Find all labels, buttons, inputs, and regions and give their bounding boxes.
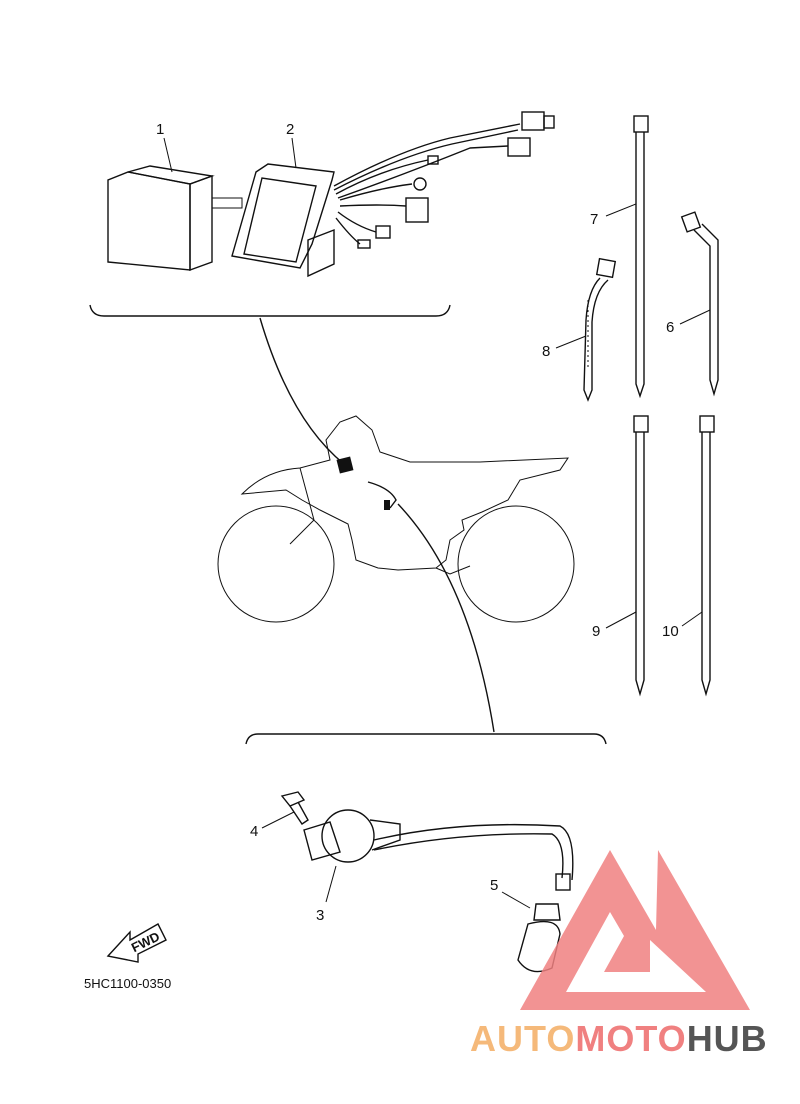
callout-10: 10	[662, 623, 679, 640]
wire-harness	[231, 111, 555, 278]
cable-tie-7	[633, 115, 649, 399]
cable-tie-6	[680, 211, 719, 397]
lower-group-bracket	[245, 733, 607, 745]
watermark-part2: MOTO	[575, 1018, 687, 1059]
bolt	[280, 791, 309, 825]
callout-8: 8	[542, 343, 550, 360]
callout-1: 1	[156, 121, 164, 138]
callout-6: 6	[666, 319, 674, 336]
callout-3: 3	[316, 907, 324, 924]
watermark-part3: HUB	[686, 1018, 768, 1059]
forward-arrow-icon: FWD	[106, 923, 167, 963]
motorcycle-silhouette	[217, 415, 575, 623]
watermark-part1: AUTO	[470, 1018, 576, 1059]
leader-upper	[259, 317, 345, 465]
callout-9: 9	[592, 623, 600, 640]
callout-4: 4	[250, 823, 258, 840]
callout-5: 5	[490, 877, 498, 894]
cdi-unit	[107, 165, 243, 271]
upper-group-bracket	[89, 304, 451, 317]
ignition-coil	[303, 809, 574, 881]
callout-leaders	[163, 137, 711, 909]
cable-tie-8	[583, 257, 617, 402]
fwd-label: FWD	[129, 929, 162, 955]
diagram-code: 5HC1100-0350	[84, 976, 171, 991]
cable-tie-9	[633, 415, 649, 697]
watermark-text: AUTOMOTOHUB	[470, 1018, 768, 1060]
callout-2: 2	[286, 121, 294, 138]
callout-7: 7	[590, 211, 598, 228]
leader-lower	[397, 503, 495, 733]
cable-tie-10	[699, 415, 715, 697]
watermark-logo-icon	[520, 850, 750, 1010]
